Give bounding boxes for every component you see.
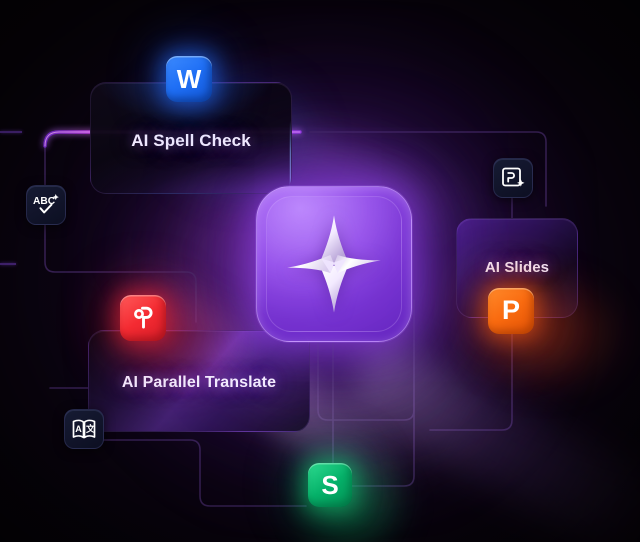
- word-app-icon-glyph: W: [176, 63, 202, 94]
- svg-text:文: 文: [85, 423, 96, 434]
- sheets-app-icon[interactable]: S: [308, 463, 352, 507]
- translate-book-glyph: A 文: [72, 419, 96, 439]
- card-ai-parallel-translate[interactable]: AI Parallel Translate: [88, 330, 310, 432]
- word-app-icon[interactable]: W: [166, 56, 212, 102]
- sheets-app-icon-glyph: S: [321, 469, 339, 500]
- card-edge-highlight: [290, 120, 291, 191]
- svg-text:A: A: [75, 424, 82, 434]
- card-ai-parallel-translate-label: AI Parallel Translate: [121, 374, 277, 391]
- ai-hub-tile[interactable]: [256, 186, 412, 342]
- pdf-app-icon[interactable]: [120, 295, 166, 341]
- translate-book-icon[interactable]: A 文: [64, 409, 104, 449]
- powerpoint-app-icon-glyph: P: [501, 295, 520, 325]
- card-ai-spell-check-label: AI Spell Check: [131, 131, 251, 150]
- sparkle-star-icon: [287, 215, 381, 313]
- slides-sparkle-glyph: [502, 167, 525, 187]
- powerpoint-app-icon[interactable]: P: [488, 288, 534, 334]
- ai-slides-icon[interactable]: [493, 158, 533, 198]
- svg-text:ABC: ABC: [33, 196, 56, 207]
- card-ai-slides-label: AI Slides: [484, 258, 550, 276]
- card-edge-highlight: [308, 351, 309, 427]
- spell-check-abc-icon[interactable]: ABC: [26, 185, 66, 225]
- pdf-loop-glyph: [134, 306, 153, 329]
- abc-check-glyph: ABC: [33, 194, 59, 214]
